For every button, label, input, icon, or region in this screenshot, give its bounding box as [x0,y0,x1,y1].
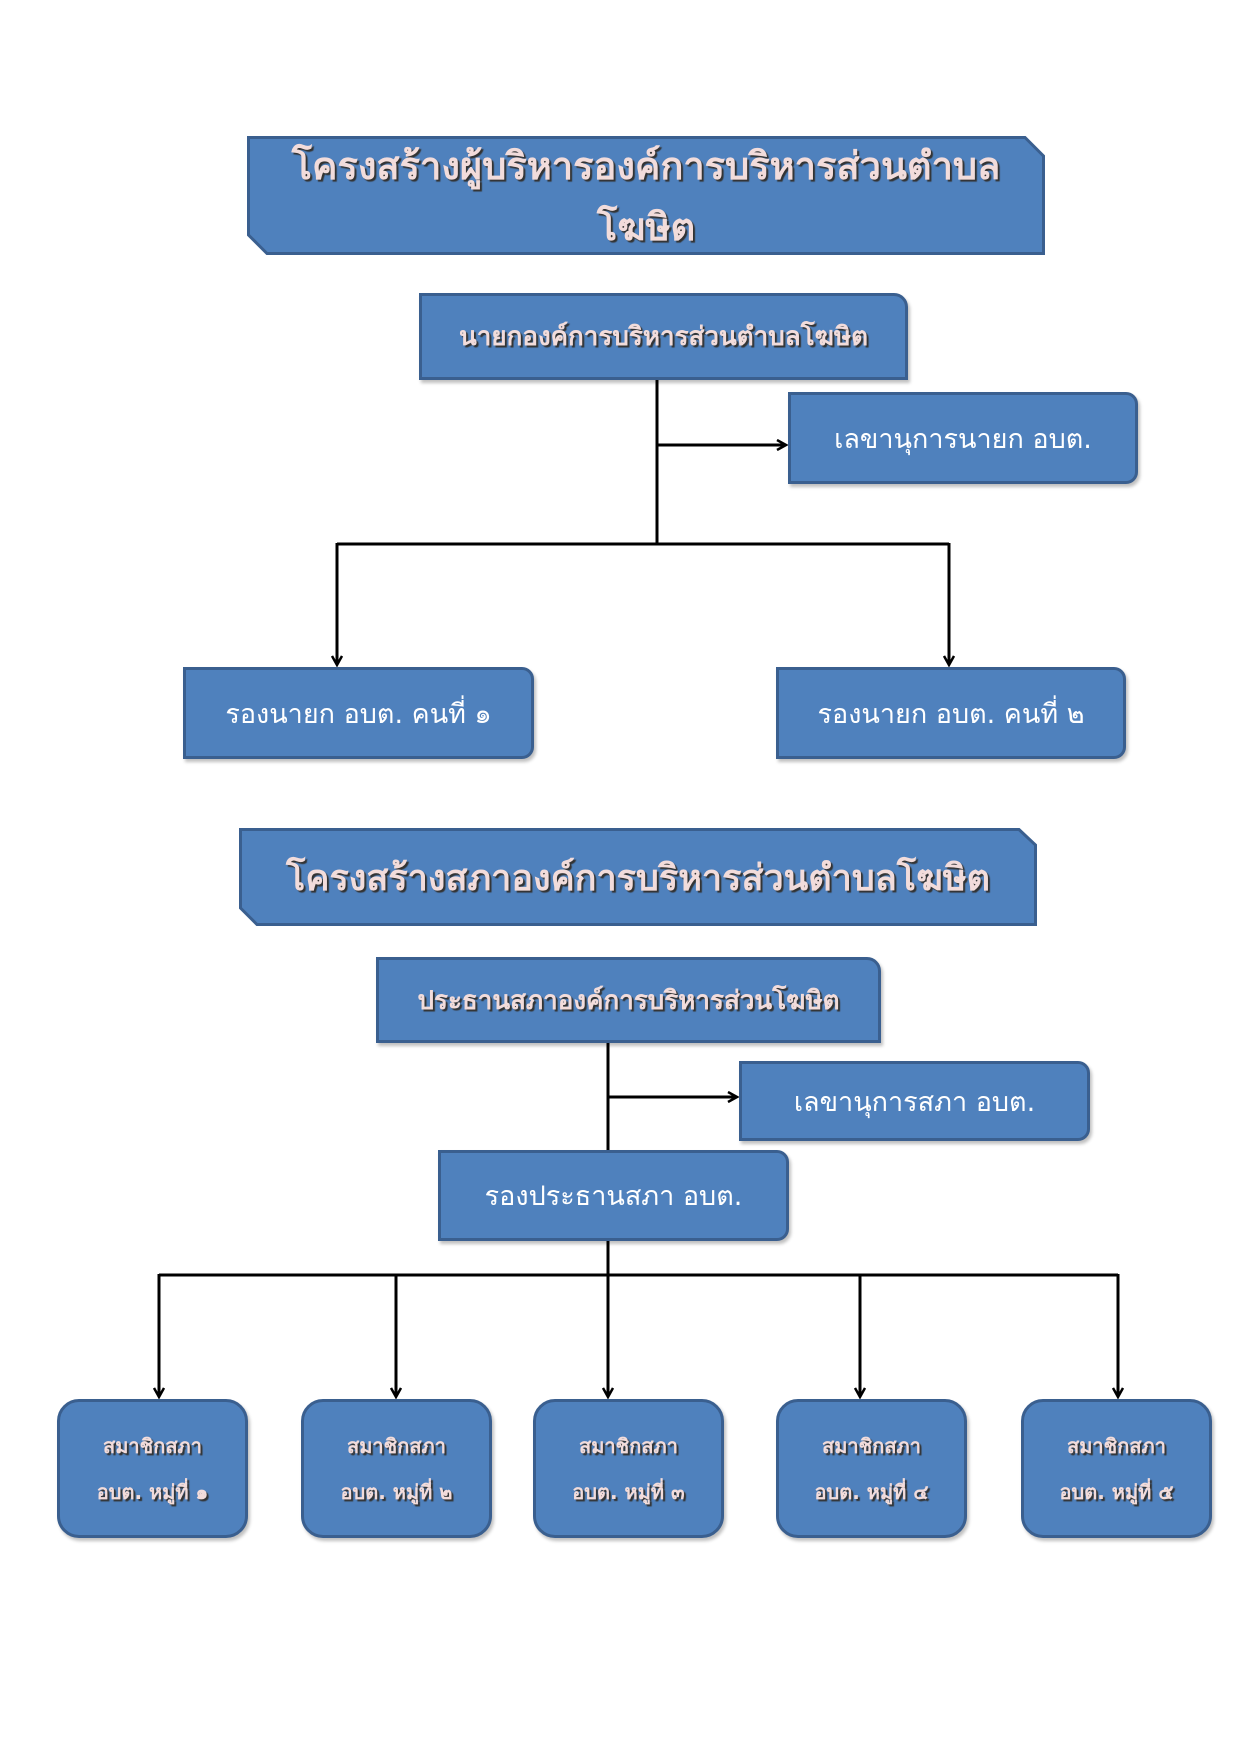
member-5-line1: สมาชิกสภา [1067,1433,1166,1458]
deputy-mayor-2-label: รองนายก อบต. คนที่ ๒ [817,698,1085,730]
member-box-2: สมาชิกสภา อบต. หมู่ที่ ๒ [301,1399,492,1538]
council-title-text: โครงสร้างสภาองค์การบริหารส่วนตำบลโฆษิต [286,857,990,899]
council-secretary-label: เลขานุการสภา อบต. [793,1086,1036,1118]
executive-title-text: โครงสร้างผู้บริหารองค์การบริหารส่วนตำบลโ… [291,143,1001,249]
member-5-line2: อบต. หมู่ที่ ๕ [1059,1479,1174,1504]
member-1-line1: สมาชิกสภา [103,1433,202,1458]
member-box-3: สมาชิกสภา อบต. หมู่ที่ ๓ [533,1399,724,1538]
member-3-line2: อบต. หมู่ที่ ๓ [572,1479,685,1504]
member-1-line2: อบต. หมู่ที่ ๑ [96,1479,209,1504]
member-4-line1: สมาชิกสภา [822,1433,921,1458]
council-secretary-box: เลขานุการสภา อบต. [739,1061,1090,1141]
member-box-5: สมาชิกสภา อบต. หมู่ที่ ๕ [1021,1399,1212,1538]
mayor-label: นายกองค์การบริหารส่วนตำบลโฆษิต [459,322,868,352]
council-chairman-label: ประธานสภาองค์การบริหารส่วนโฆษิต [417,985,840,1016]
council-chairman-box: ประธานสภาองค์การบริหารส่วนโฆษิต [376,957,881,1043]
deputy-mayor-1-box: รองนายก อบต. คนที่ ๑ [183,667,534,759]
council-structure-title: โครงสร้างสภาองค์การบริหารส่วนตำบลโฆษิต [239,828,1037,926]
member-box-4: สมาชิกสภา อบต. หมู่ที่ ๔ [776,1399,967,1538]
member-2-line1: สมาชิกสภา [347,1433,446,1458]
member-4-line2: อบต. หมู่ที่ ๔ [814,1479,929,1504]
deputy-mayor-1-label: รองนายก อบต. คนที่ ๑ [225,698,492,730]
member-box-1: สมาชิกสภา อบต. หมู่ที่ ๑ [57,1399,248,1538]
mayor-box: นายกองค์การบริหารส่วนตำบลโฆษิต [419,293,908,380]
deputy-mayor-2-box: รองนายก อบต. คนที่ ๒ [776,667,1126,759]
mayor-secretary-box: เลขานุการนายก อบต. [788,392,1138,484]
member-2-line2: อบต. หมู่ที่ ๒ [340,1479,453,1504]
member-3-line1: สมาชิกสภา [579,1433,678,1458]
vice-chairman-label: รองประธานสภา อบต. [484,1181,743,1212]
executive-structure-title: โครงสร้างผู้บริหารองค์การบริหารส่วนตำบลโ… [247,136,1045,255]
vice-chairman-box: รองประธานสภา อบต. [438,1150,789,1241]
mayor-secretary-label: เลขานุการนายก อบต. [834,423,1092,455]
